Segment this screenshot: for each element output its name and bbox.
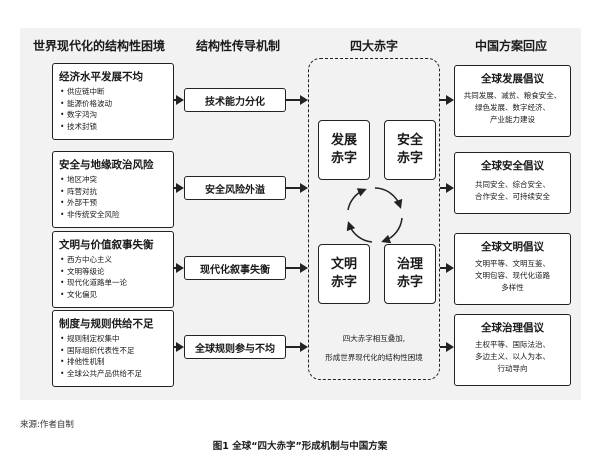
left-box-title: 经济水平发展不均 [59, 71, 143, 83]
right-box-line: 文明包容、现代化道路 [475, 271, 550, 280]
arrow-right-icon [286, 183, 308, 193]
left-box-title: 安全与地缘政治风险 [59, 159, 154, 171]
deficit-label: 赤字 [330, 151, 357, 166]
right-box-line: 产业能力建设 [490, 115, 535, 124]
deficit-label: 安全 [396, 133, 423, 148]
right-box-line: 行动导向 [497, 364, 528, 373]
list-item: 供应链中断 [60, 86, 173, 98]
right-box-line: 多样性 [501, 283, 524, 292]
left-box-title: 制度与规则供给不足 [59, 318, 154, 330]
center-note-line: 四大赤字相互叠加, [342, 334, 406, 343]
list-item: 外部干预 [60, 197, 173, 209]
right-box-line: 多边主义、以人为本、 [475, 352, 550, 361]
arrow-right-icon [286, 342, 308, 352]
left-box-civilization: 文明与价值叙事失衡 西方中心主义 文明等级论 现代化道路单一论 文化偏见 [52, 231, 174, 308]
list-item: 文化偏见 [60, 289, 173, 301]
deficit-label: 赤字 [330, 275, 357, 290]
list-item: 阵营对抗 [60, 186, 173, 198]
arrow-right-icon [174, 342, 184, 352]
list-item: 排他性机制 [60, 356, 173, 368]
left-box-security: 安全与地缘政治风险 地区冲突 阵营对抗 外部干预 非传统安全风险 [52, 151, 174, 228]
deficit-label: 赤字 [396, 151, 423, 166]
deficit-governance: 治理 赤字 [384, 244, 436, 304]
left-box-institution: 制度与规则供给不足 规则制定权集中 国际组织代表性不足 排他性机制 全球公共产品… [52, 310, 174, 387]
column-header-center: 四大赤字 [349, 39, 398, 53]
column-header-right: 中国方案回应 [474, 39, 547, 53]
right-box-security: 全球安全倡议 共同安全、综合安全、 合作安全、可持续安全 [454, 152, 571, 214]
right-box-title: 全球文明倡议 [481, 241, 544, 253]
deficit-civilization: 文明 赤字 [318, 244, 370, 304]
mechanism-box: 全球规则参与不均 [184, 335, 286, 359]
left-box-economy: 经济水平发展不均 供应链中断 能源价格波动 数字鸿沟 技术封锁 [52, 63, 174, 140]
list-item: 全球公共产品供给不足 [60, 368, 173, 380]
deficit-label: 文明 [330, 257, 357, 272]
deficit-label: 治理 [396, 257, 423, 272]
right-box-development: 全球发展倡议 共同发展、减贫、粮食安全、 绿色发展、数字经济、 产业能力建设 [454, 65, 571, 137]
right-box-line: 主权平等、国际法治、 [475, 340, 550, 349]
list-item: 技术封锁 [60, 121, 173, 133]
mechanism-box: 现代化叙事失衡 [184, 256, 286, 280]
list-item: 数字鸿沟 [60, 109, 173, 121]
mechanism-box: 安全风险外溢 [184, 176, 286, 200]
figure-caption: 图1 全球“四大赤字”形成机制与中国方案 [212, 441, 388, 452]
arrow-right-icon [174, 183, 184, 193]
list-item: 现代化道路单一论 [60, 277, 173, 289]
list-item: 国际组织代表性不足 [60, 345, 173, 357]
column-header-left: 世界现代化的结构性困境 [32, 39, 165, 53]
cycle-arrows-icon [346, 187, 403, 244]
deficit-development: 发展 赤字 [318, 120, 370, 180]
center-note-line: 形成世界现代化的结构性困境 [325, 353, 423, 362]
arrow-right-icon [440, 183, 454, 193]
deficit-label: 赤字 [396, 275, 423, 290]
right-box-governance: 全球治理倡议 主权平等、国际法治、 多边主义、以人为本、 行动导向 [454, 314, 571, 386]
deficits-container [308, 58, 440, 380]
right-box-title: 全球安全倡议 [481, 160, 544, 172]
right-box-line: 合作安全、可持续安全 [475, 192, 550, 201]
list-item: 非传统安全风险 [60, 209, 173, 221]
right-box-line: 共同安全、综合安全、 [475, 180, 550, 189]
arrow-right-icon [286, 263, 308, 273]
list-item: 地区冲突 [60, 174, 173, 186]
left-box-title: 文明与价值叙事失衡 [59, 239, 154, 251]
right-box-line: 文明平等、文明互鉴、 [475, 259, 550, 268]
list-item: 文明等级论 [60, 266, 173, 278]
deficit-label: 发展 [330, 133, 357, 148]
list-item: 西方中心主义 [60, 254, 173, 266]
arrow-right-icon [440, 95, 454, 105]
arrow-right-icon [286, 95, 308, 105]
arrow-right-icon [440, 342, 454, 352]
right-box-title: 全球发展倡议 [481, 73, 544, 85]
right-box-title: 全球治理倡议 [481, 322, 544, 334]
column-header-mechanism: 结构性传导机制 [195, 39, 280, 53]
arrow-right-icon [174, 95, 184, 105]
deficit-security: 安全 赤字 [384, 120, 436, 180]
source-note: 来源:作者自制 [20, 420, 74, 430]
arrow-right-icon [174, 263, 184, 273]
arrow-right-icon [440, 263, 454, 273]
list-item: 能源价格波动 [60, 98, 173, 110]
right-box-civilization: 全球文明倡议 文明平等、文明互鉴、 文明包容、现代化道路 多样性 [454, 233, 571, 305]
right-box-line: 绿色发展、数字经济、 [475, 103, 550, 112]
right-box-line: 共同发展、减贫、粮食安全、 [463, 91, 562, 100]
mechanism-box: 技术能力分化 [184, 88, 286, 112]
list-item: 规则制定权集中 [60, 333, 173, 345]
